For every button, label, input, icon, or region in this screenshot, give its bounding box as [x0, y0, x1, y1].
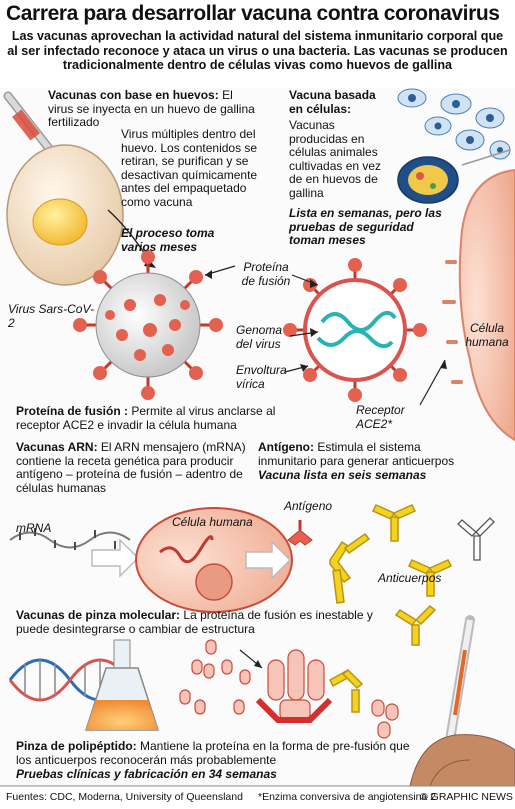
rna-section-text: Vacunas ARN: El ARN mensajero (mRNA) con… — [16, 440, 252, 495]
antibody-icon — [329, 532, 371, 604]
mrna-human-cell-label: Célula humana — [172, 515, 253, 529]
cell-heading: Vacuna basada en células: — [289, 88, 376, 116]
human-cell-shape — [458, 168, 515, 442]
fusion-text: Permite al virus anclarse al receptor AC… — [16, 404, 276, 432]
egg-process-text: Virus múltiples dentro del huevo. Los co… — [121, 127, 258, 209]
fusion-section-text: Proteína de fusión : Permite al virus an… — [16, 404, 316, 432]
envelope-label: Envoltura vírica — [236, 363, 287, 391]
antigen-heading: Antígeno: — [258, 440, 314, 454]
receptor-label: Receptor ACE2* — [356, 403, 405, 431]
page-title: Carrera para desarrollar vacuna contra c… — [6, 2, 500, 25]
virus-icon — [73, 250, 223, 400]
rna-heading: Vacunas ARN: — [16, 440, 98, 454]
antibodies-label: Anticuerpos — [378, 571, 442, 585]
intro-text: Las vacunas aprovechan la actividad natu… — [7, 29, 508, 72]
egg-heading: Vacunas con base en huevos: — [48, 88, 219, 102]
egg-section-text: Vacunas con base en huevos: El virus se … — [48, 88, 258, 130]
flask-icon — [84, 639, 160, 731]
clamp-heading: Vacunas de pinza molecular: — [16, 608, 181, 622]
polypeptide-text: Mantiene la proteína en la forma de pre-… — [16, 739, 410, 767]
antigen-text: Estimula el sistema inmunitario para gen… — [258, 440, 455, 468]
fusion-protein-label: Proteína de fusión — [241, 260, 291, 288]
clamp-text: La proteína de fusión es inestable y pue… — [16, 608, 373, 636]
virus-cross-section-icon — [283, 258, 427, 402]
antigen-duration: Vacuna lista en seis semanas — [258, 468, 427, 482]
polypeptide-heading: Pinza de polipéptido: — [16, 739, 137, 753]
polypeptide-duration: Pruebas clínicas y fabricación en 34 sem… — [16, 767, 277, 781]
fusion-heading: Proteína de fusión : — [16, 404, 129, 418]
cell-culture-icon — [397, 88, 511, 204]
polypeptide-section-text: Pinza de polipéptido: Mantiene la proteí… — [16, 739, 426, 767]
footer-credit: © GRAPHIC NEWS — [420, 791, 513, 803]
rna-text: El ARN mensajero (mRNA) contiene la rece… — [16, 440, 246, 495]
virus-name-label: Virus Sars-CoV-2 — [8, 302, 95, 330]
antigen-label: Antígeno — [284, 499, 333, 513]
genome-label: Genoma del virus — [236, 323, 283, 351]
footer-sources: Fuentes: CDC, Moderna, University of Que… — [6, 791, 243, 803]
egg-duration: El proceso toma varios meses — [121, 226, 215, 254]
human-cell-label: Célula humana — [465, 321, 509, 349]
clamped-protein-icon — [267, 649, 325, 721]
cell-duration: Lista en semanas, pero las pruebas de se… — [289, 206, 442, 247]
clamp-section-text: Vacunas de pinza molecular: La proteína … — [16, 608, 396, 636]
mrna-label: mRNA — [16, 521, 52, 535]
egg-icon — [6, 144, 124, 286]
antigen-icon — [287, 520, 313, 546]
mrna-strand-icon — [9, 528, 131, 550]
egg-text: El virus se inyecta en un huevo de galli… — [48, 88, 255, 129]
cell-text: Vacunas producidas en células animales c… — [289, 118, 382, 200]
antigen-section-text: Antígeno: Estimula el sistema inmunitari… — [258, 440, 478, 468]
footer-note: *Enzima conversiva de angiotensina 2 — [258, 791, 437, 803]
